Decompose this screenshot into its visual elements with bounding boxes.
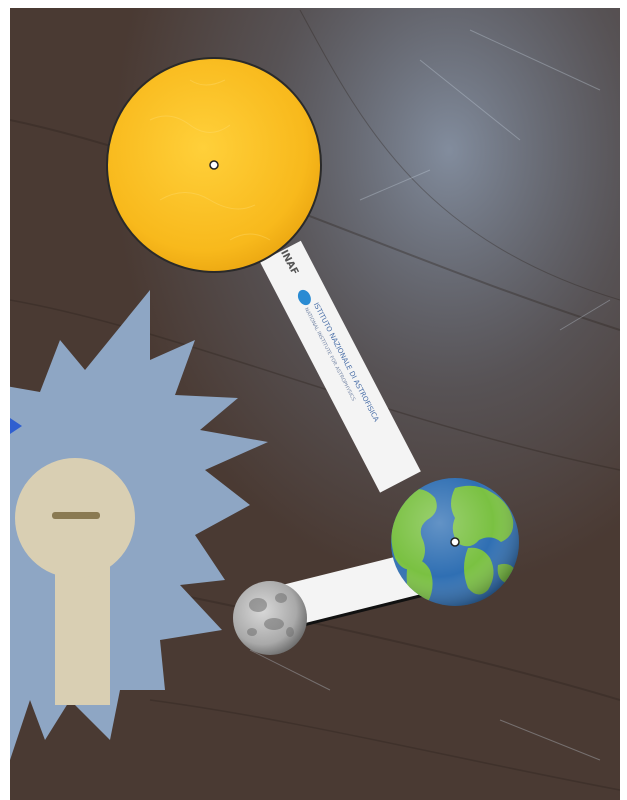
sun <box>107 58 321 272</box>
sun-pivot-pin <box>210 161 218 169</box>
moon <box>233 581 307 655</box>
moon-disc <box>233 581 307 655</box>
earth-pivot-pin <box>451 538 459 546</box>
badge-fastener <box>52 512 100 519</box>
